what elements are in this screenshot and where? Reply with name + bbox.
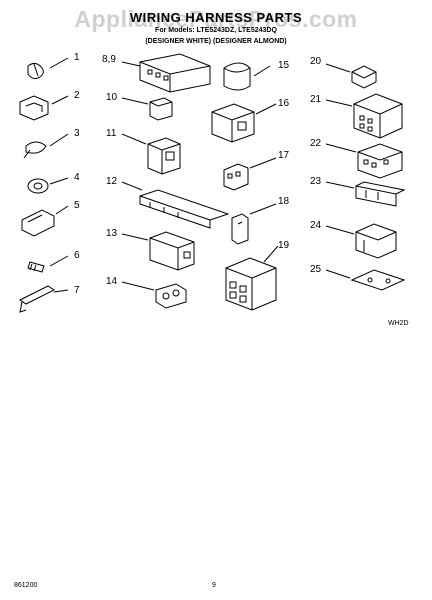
part-3-wire-clip [23,133,69,159]
part-label-4: 4 [74,172,80,183]
part-label-20: 20 [310,56,322,67]
part-label-7: 7 [74,285,80,296]
part-label-10: 10 [106,92,118,103]
part-8-9-connector [121,53,211,93]
part-label-18: 18 [278,196,290,207]
part-7-tie [19,285,69,313]
part-1-clip [27,57,69,79]
watermark: AppliancePartsPros.com [74,6,358,32]
part-label-23: 23 [310,176,322,187]
part-label-5: 5 [74,200,80,211]
page-title: WIRING HARNESS PARTS [129,10,303,25]
page-number: 9 [212,582,216,589]
part-label-2: 2 [74,90,80,101]
part-24-housing [325,223,397,259]
part-label-1: 1 [74,52,80,63]
part-label-15: 15 [278,60,290,71]
part-14-plug [121,281,187,309]
colors-line: (DESIGNER WHITE) (DESIGNER ALMOND) [145,38,287,45]
footer-date: 861200 [14,582,38,589]
part-label-24: 24 [310,220,322,231]
part-13-connector [121,231,195,271]
diagram-code: WH2D [388,320,409,327]
part-21-connector [325,93,403,139]
part-25-plate [325,269,406,291]
part-15-sleeve [223,62,271,91]
part-label-21: 21 [310,94,322,105]
part-5-strap [21,205,69,237]
part-label-6: 6 [74,250,80,261]
part-17-terminal [223,157,277,191]
part-18-clip [231,203,277,245]
part-label-13: 13 [106,228,118,239]
part-label-17: 17 [278,150,290,161]
part-16-housing [211,103,277,143]
part-20-cap [325,63,377,89]
part-4-grommet [27,177,69,194]
part-label-16: 16 [278,98,290,109]
part-2-bracket [19,95,69,121]
part-11-housing [121,133,181,175]
part-label-22: 22 [310,138,322,149]
part-label-19: 19 [278,240,290,251]
part-23-plate [325,181,406,207]
part-6-screw [27,255,69,273]
part-label-25: 25 [310,264,322,275]
part-label-3: 3 [74,128,80,139]
part-label-11: 11 [106,128,117,139]
part-label-12: 12 [106,176,118,187]
part-12-strip [121,181,230,229]
part-10-terminal [121,97,173,121]
part-19-block [225,245,279,311]
part-label-8-9: 8,9 [102,54,116,65]
models-line: For Models: LTE5243DZ, LTE5243DQ [155,27,277,34]
part-label-14: 14 [106,276,118,287]
part-22-connector [325,143,403,179]
